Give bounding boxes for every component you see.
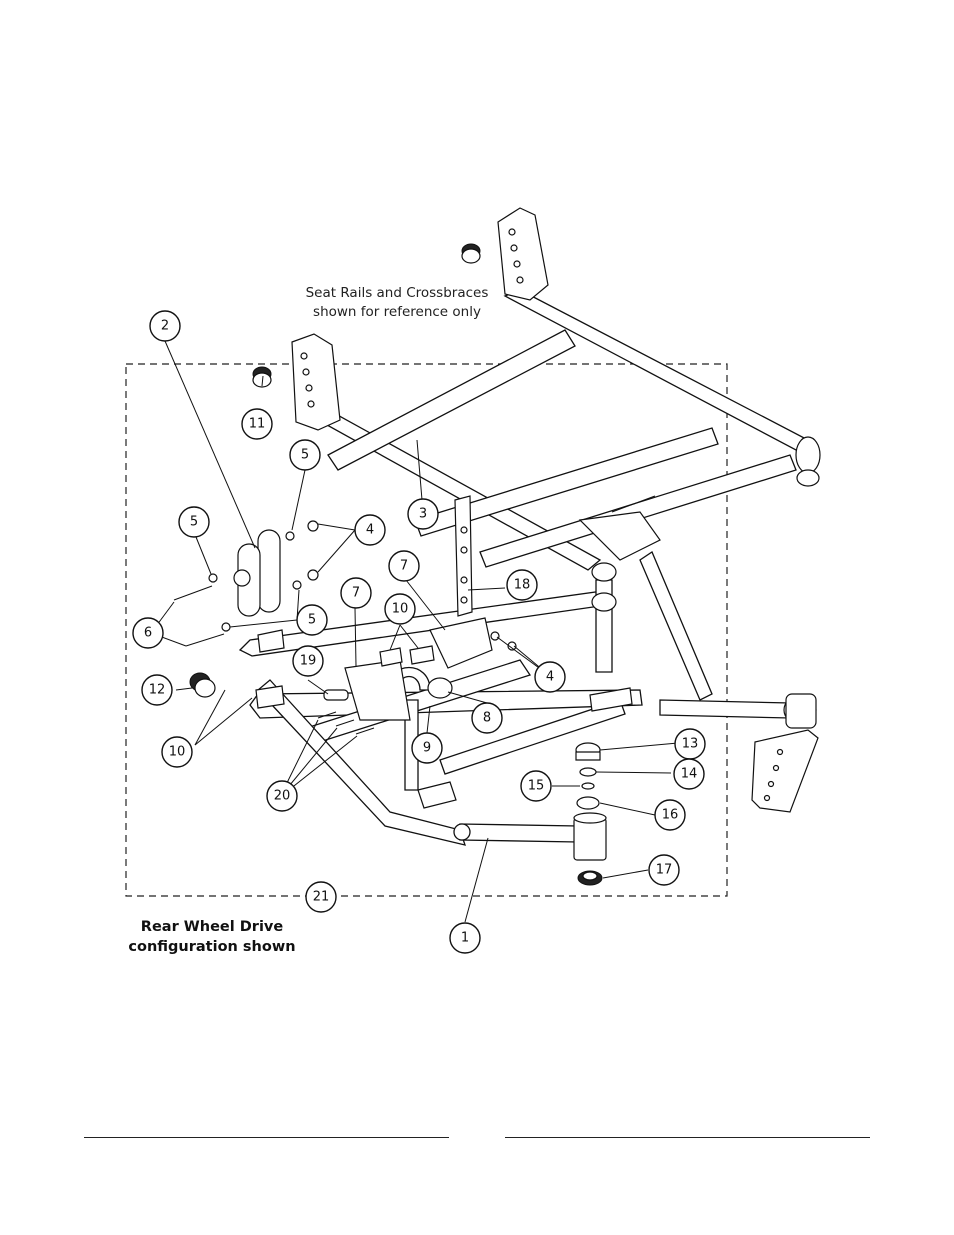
svg-text:4: 4 — [546, 670, 554, 685]
assembly-boundary — [125, 363, 728, 897]
callout-7b: 7 — [388, 550, 420, 582]
svg-text:9: 9 — [423, 741, 431, 756]
footer-rule-left — [84, 1137, 449, 1138]
svg-text:7: 7 — [400, 559, 408, 574]
callout-7a: 7 — [340, 577, 372, 609]
callout-20: 20 — [266, 780, 298, 812]
svg-text:6: 6 — [144, 626, 152, 641]
svg-text:8: 8 — [483, 711, 491, 726]
callout-13: 13 — [674, 728, 706, 760]
callout-1: 1 — [449, 922, 481, 954]
svg-text:11: 11 — [249, 417, 266, 432]
callout-3: 3 — [407, 498, 439, 530]
callout-21: 21 — [305, 881, 337, 913]
callout-6: 6 — [132, 617, 164, 649]
callout-5a: 5 — [289, 439, 321, 471]
callout-14: 14 — [673, 758, 705, 790]
svg-text:12: 12 — [149, 683, 166, 698]
callout-19: 19 — [292, 645, 324, 677]
svg-text:21: 21 — [313, 890, 330, 905]
callout-18: 18 — [506, 569, 538, 601]
svg-text:16: 16 — [662, 808, 679, 823]
svg-text:20: 20 — [274, 789, 291, 804]
svg-text:14: 14 — [681, 767, 698, 782]
svg-text:18: 18 — [514, 578, 531, 593]
svg-text:7: 7 — [352, 586, 360, 601]
svg-text:13: 13 — [682, 737, 699, 752]
reference-note-line-1: Seat Rails and Crossbraces — [306, 285, 489, 301]
svg-text:5: 5 — [308, 613, 316, 628]
svg-text:4: 4 — [366, 523, 374, 538]
svg-text:17: 17 — [656, 863, 673, 878]
svg-text:15: 15 — [528, 779, 545, 794]
callout-5c: 5 — [296, 604, 328, 636]
callout-10a: 10 — [384, 593, 416, 625]
callout-15: 15 — [520, 770, 552, 802]
callout-10b: 10 — [161, 736, 193, 768]
svg-text:3: 3 — [419, 507, 427, 522]
svg-text:19: 19 — [300, 654, 317, 669]
svg-text:1: 1 — [461, 931, 469, 946]
callout-17: 17 — [648, 854, 680, 886]
callout-16: 16 — [654, 799, 686, 831]
loose-hardware — [173, 366, 656, 886]
callout-11: 11 — [241, 408, 273, 440]
callout-12: 12 — [141, 674, 173, 706]
base-frame — [238, 495, 819, 861]
callout-8: 8 — [471, 702, 503, 734]
caption-line-1: Rear Wheel Drive — [141, 919, 284, 935]
svg-text:5: 5 — [190, 515, 198, 530]
callout-5b: 5 — [178, 506, 210, 538]
svg-text:5: 5 — [301, 448, 309, 463]
svg-text:10: 10 — [392, 602, 409, 617]
reference-note-line-2: shown for reference only — [313, 304, 481, 320]
callout-4b: 4 — [534, 661, 566, 693]
svg-text:2: 2 — [161, 319, 169, 334]
callout-4a: 4 — [354, 514, 386, 546]
callout-9: 9 — [411, 732, 443, 764]
svg-text:10: 10 — [169, 745, 186, 760]
caption-line-2: configuration shown — [128, 939, 295, 955]
callout-2: 2 — [149, 310, 181, 342]
seat-rails-reference — [291, 207, 821, 571]
footer-rule-right — [505, 1137, 870, 1138]
